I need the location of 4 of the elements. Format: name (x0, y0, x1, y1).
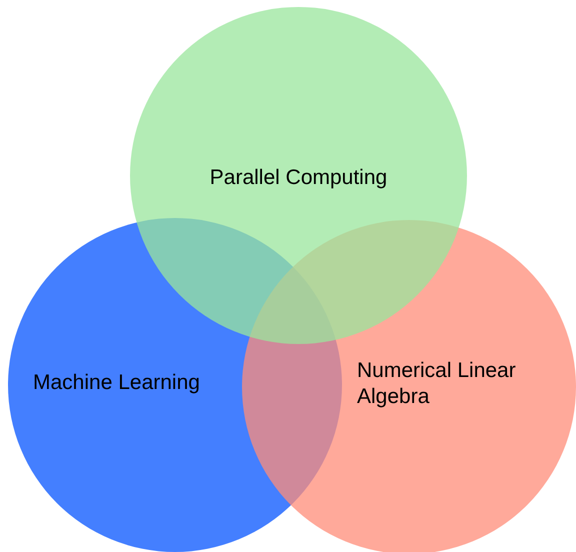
circle-label: Machine Learning (33, 370, 201, 396)
venn-circle (130, 7, 467, 344)
circle-label: Numerical Linear Algebra (357, 358, 517, 410)
circle-label: Parallel Computing (208, 165, 388, 191)
